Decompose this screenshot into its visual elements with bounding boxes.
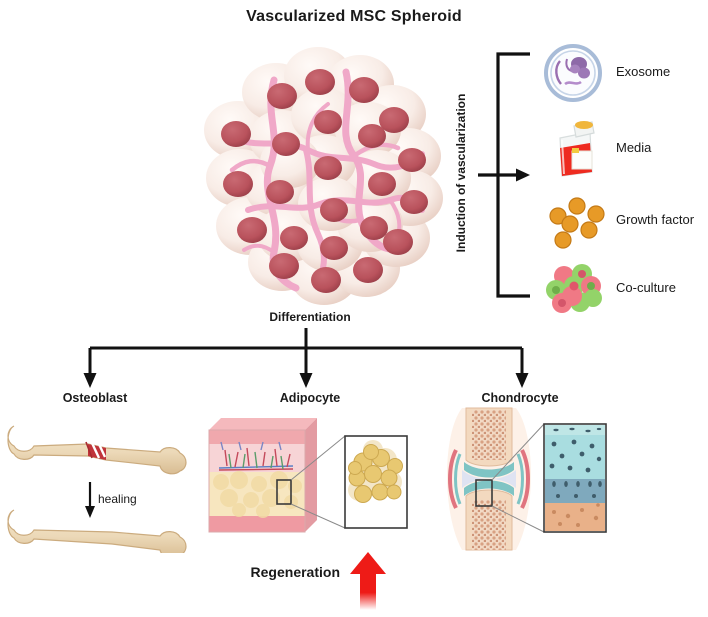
healed-bone — [7, 509, 187, 559]
fractured-bone — [7, 425, 187, 475]
healing-arrow — [85, 482, 95, 518]
method-label-exosome: Exosome — [616, 64, 671, 79]
skin-cross-section — [208, 418, 317, 533]
inset-source-box — [475, 479, 493, 507]
inset-leader-lines — [491, 423, 545, 533]
inset-leader-lines — [290, 435, 346, 529]
media-bottle-icon — [534, 118, 612, 180]
vascularized-msc-spheroid-illustration — [178, 38, 454, 310]
regeneration-label: Regeneration — [250, 564, 340, 580]
regeneration-arrow-icon — [348, 552, 388, 610]
skin-adipose-panel — [205, 412, 410, 547]
joint-cartilage-panel — [432, 404, 617, 554]
bracket-svg — [478, 52, 530, 298]
spheroid-svg — [204, 47, 443, 305]
healing-label: healing — [98, 492, 137, 506]
induction-of-vascularization-label: Induction of vascularization — [451, 52, 471, 296]
method-row-growth-factor: Growth factor — [534, 190, 708, 252]
method-row-media: Media — [534, 118, 708, 180]
bracket-arrowhead — [516, 168, 530, 182]
cartilage-zone-inset — [543, 423, 607, 533]
induction-bracket-arrow — [478, 48, 538, 302]
page-title: Vascularized MSC Spheroid — [246, 8, 462, 25]
adipocyte-inset — [344, 435, 408, 529]
inset-source-box — [276, 479, 292, 505]
method-row-exosome: Exosome — [534, 42, 708, 104]
method-label-growth-factor: Growth factor — [616, 212, 695, 227]
regeneration-group: Regeneration — [228, 552, 398, 614]
induction-axis-text: Induction of vascularization — [454, 93, 468, 253]
knee-joint-illustration — [447, 407, 531, 551]
lineage-label-adipocyte: Adipocyte — [279, 391, 341, 405]
differentiation-branch-arrows — [60, 328, 560, 390]
lineage-label-osteoblast: Osteoblast — [62, 391, 128, 405]
method-row-co-culture: Co-culture — [534, 258, 708, 320]
method-label-co-culture: Co-culture — [616, 280, 676, 295]
method-label-media: Media — [616, 140, 652, 155]
exosome-icon — [534, 42, 612, 104]
spheroid-nuclei — [221, 69, 428, 293]
lineage-label-chondrocyte: Chondrocyte — [481, 391, 559, 405]
co-culture-icon — [534, 258, 612, 320]
growth-factor-icon — [534, 190, 612, 252]
bone-healing-panel: healing — [2, 408, 197, 559]
differentiation-label: Differentiation — [269, 310, 351, 324]
